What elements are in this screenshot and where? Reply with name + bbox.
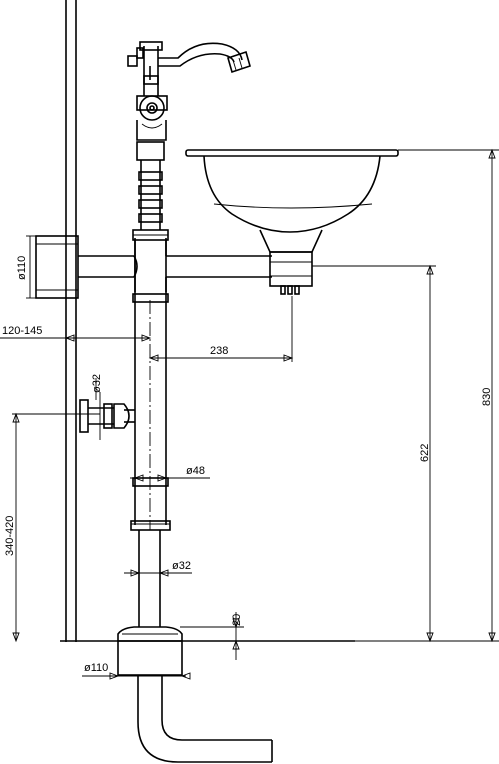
- underground-elbow: [137, 675, 273, 763]
- dim-label: 238: [210, 345, 228, 357]
- dim-label: ø110: [84, 662, 108, 674]
- lower-pipe: [138, 530, 161, 627]
- dim-label: 340-420: [4, 516, 16, 556]
- floor-flange: [117, 626, 183, 676]
- main-pipe: [132, 238, 169, 530]
- wall: [65, 0, 77, 642]
- dim-side-inlet-dia: ø32: [91, 374, 103, 400]
- dim-floor-gap: 20: [180, 612, 244, 660]
- dim-floor-flange-dia: ø110: [82, 662, 191, 680]
- dim-label: 20: [231, 614, 243, 626]
- dim-label: ø48: [186, 465, 205, 477]
- dim-label: ø32: [172, 560, 191, 572]
- basin-bowl: [185, 149, 399, 295]
- dim-label: 120-145: [2, 325, 42, 337]
- upper-pipe: [136, 141, 165, 230]
- dim-lower-pipe-dia: ø32: [124, 560, 192, 577]
- dim-label: ø110: [16, 256, 28, 280]
- valve-handle: [136, 95, 168, 141]
- dim-wall-offset: 120-145: [0, 325, 152, 342]
- dim-total-height: 830: [355, 148, 499, 643]
- dim-wall-flange-dia: ø110: [16, 235, 36, 299]
- dim-bowl-outlet-height: 622: [312, 264, 436, 643]
- top-valve: [127, 41, 163, 96]
- side-inlet: [79, 392, 135, 440]
- dim-pipe-dia: ø48: [130, 465, 210, 482]
- dim-bowl-offset: 238: [148, 296, 294, 362]
- gooseneck-arm: [158, 42, 251, 74]
- dim-inlet-height: 340-420: [4, 412, 100, 643]
- dim-label: ø32: [91, 374, 103, 393]
- wall-flange: [35, 235, 79, 299]
- tee-junction: [132, 229, 272, 292]
- dim-label: 830: [481, 388, 493, 406]
- lower-coupling: [130, 520, 171, 531]
- dim-label: 622: [419, 444, 431, 462]
- wall-arm: [78, 255, 138, 278]
